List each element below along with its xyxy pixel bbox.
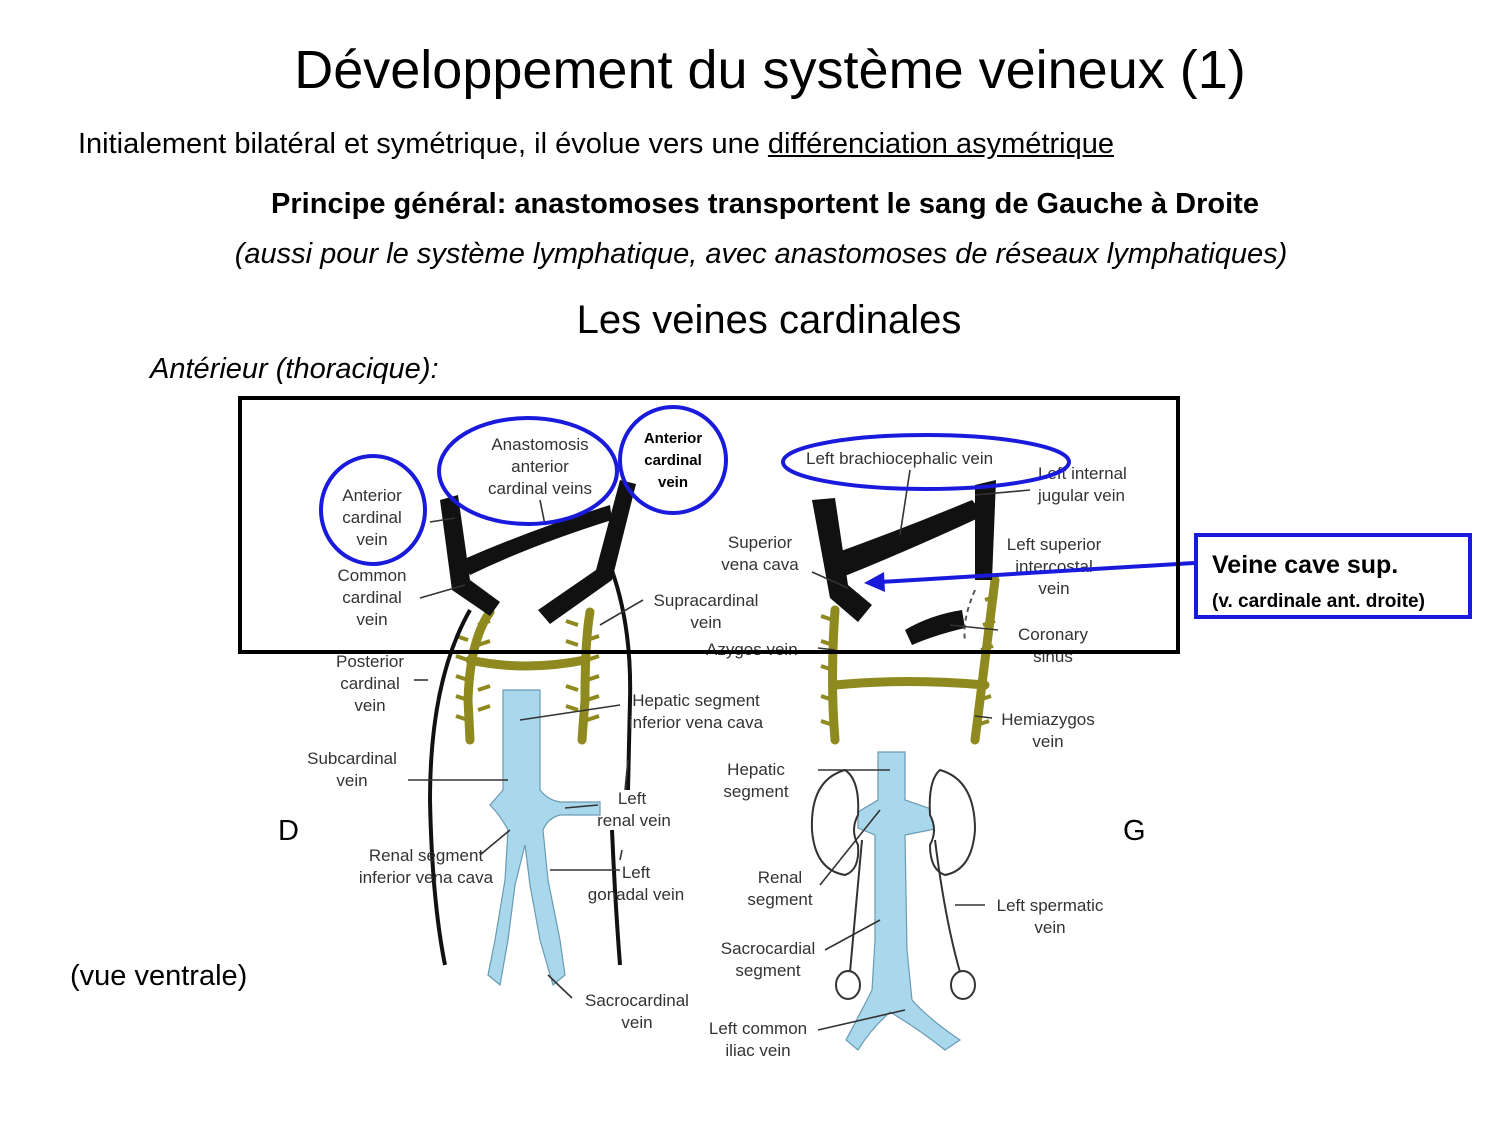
side-label-left: G [1123,815,1146,847]
label-hepatic-segment-2: segment [723,782,788,801]
label-sacrocardial-1: Sacrocardial [721,939,816,958]
label-anastomosis-2: anterior [511,457,569,476]
label-sacrocardinal-2: vein [621,1013,652,1032]
label-left-spermatic-1: Left spermatic [997,896,1104,915]
label-anterior-cardinal-right-1: Anterior [342,486,402,505]
label-left-renal-1: Left [618,789,647,808]
label-sacrocardial-2: segment [735,961,800,980]
kidneys [810,768,977,1000]
highlight-ellipses [319,405,1071,566]
label-common-cardinal-3: vein [356,610,387,629]
label-hepatic-segment-ivc-2: inferior vena cava [629,713,764,732]
label-renal-segment-2: segment [747,890,812,909]
label-left-gonadal-2: gonadal vein [588,885,684,904]
label-left-gonadal-1: Left [622,863,651,882]
left-posterior-cardinal [427,559,633,966]
label-left-brachiocephalic: Left brachiocephalic vein [806,449,993,468]
left-cardinal-black [440,480,636,624]
left-labels: Anterior cardinal vein Anastomosis anter… [307,430,764,1032]
label-hepatic-segment-1: Hepatic [727,760,785,779]
subheading: Les veines cardinales [576,298,962,342]
highlight-anterior-cardinal-right [319,454,427,566]
intro-text: Initialement bilatéral et symétrique, il… [78,126,1114,162]
label-posterior-cardinal-3: vein [354,696,385,715]
label-common-cardinal-1: Common [338,566,407,585]
label-renal-segment-ivc-2: inferior vena cava [359,868,494,887]
label-left-renal-2: renal vein [597,811,671,830]
label-common-cardinal-2: cardinal [342,588,402,607]
leader-lines [408,469,1031,1031]
callout-arrow [864,561,1195,592]
label-left-common-iliac-2: iliac vein [725,1041,790,1060]
label-anterior-cardinal-right-2: cardinal [342,508,402,527]
label-sacrocardinal-1: Sacrocardinal [585,991,689,1010]
label-left-common-iliac-1: Left common [709,1019,807,1038]
view-note: (vue ventrale) [70,960,248,992]
anterior-label: Antérieur (thoracique): [150,353,439,385]
label-hemiazygos-1: Hemiazygos [1001,710,1095,729]
label-posterior-cardinal-2: cardinal [340,674,400,693]
highlight-anastomosis [437,416,619,526]
label-renal-segment-ivc-1: Renal segment [369,846,484,865]
label-anastomosis-3: cardinal veins [488,479,592,498]
label-anterior-cardinal-right-3: vein [356,530,387,549]
callout-box: Veine cave sup. (v. cardinale ant. droit… [1194,533,1472,619]
label-supracardinal-2: vein [690,613,721,632]
callout-title: Veine cave sup. [1212,551,1399,579]
label-hemiazygos-2: vein [1032,732,1063,751]
principle-text: Principe général: anastomoses transporte… [271,188,1259,220]
label-left-sup-intercostal-1: Left superior [1007,535,1102,554]
intro-underlined: différenciation asymétrique [767,128,1114,160]
label-coronary-sinus-1: Coronary [1018,625,1088,644]
label-svc-2: vena cava [721,555,799,574]
left-ivc [487,689,601,987]
callout-subtitle: (v. cardinale ant. droite) [1212,591,1425,612]
lymphatic-note: (aussi pour le système lymphatique, avec… [234,238,1288,270]
intercostal-dashed [963,589,976,641]
label-renal-segment-1: Renal [758,868,802,887]
label-anterior-cardinal-left-3: vein [658,474,688,491]
page-title: Développement du système veineux (1) [294,40,1246,100]
thoracic-region-box [238,396,1180,654]
label-supracardinal-1: Supracardinal [654,591,759,610]
right-svc-black [812,480,996,645]
right-azygos-branches [820,594,998,727]
label-left-sup-intercostal-3: vein [1038,579,1069,598]
label-azygos: Azygos vein [706,640,798,659]
label-left-internal-jugular-1: Left internal [1038,464,1127,483]
label-svc-1: Superior [728,533,793,552]
label-anterior-cardinal-left-2: cardinal [644,452,702,469]
spermatic-lines [849,839,961,973]
label-posterior-cardinal-1: Posterior [336,652,404,671]
highlight-left-brachiocephalic [781,433,1071,491]
label-left-spermatic-2: vein [1034,918,1065,937]
right-ivc [845,751,962,1051]
side-label-right: D [278,815,299,847]
label-anterior-cardinal-left-1: Anterior [644,430,703,447]
left-supracardinal-branches [455,619,600,722]
intro-plain: Initialement bilatéral et symétrique, il… [78,128,768,160]
label-left-internal-jugular-2: jugular vein [1037,486,1125,505]
label-subcardinal-1: Subcardinal [307,749,397,768]
label-subcardinal-2: vein [336,771,367,790]
highlight-anterior-cardinal-left [618,405,728,515]
label-anastomosis-1: Anastomosis [491,435,588,454]
label-hepatic-segment-ivc-1: Hepatic segment [632,691,760,710]
